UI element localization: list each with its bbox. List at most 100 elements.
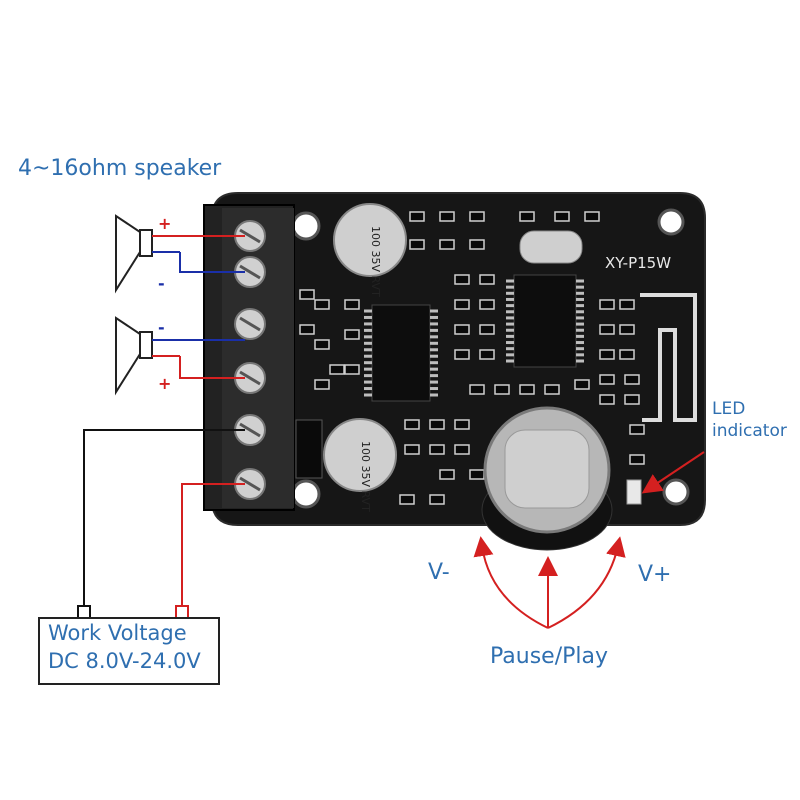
- mount-hole: [657, 208, 685, 236]
- chip-pin: [430, 361, 438, 365]
- pause-play-label: Pause/Play: [490, 644, 608, 669]
- smd-part: [314, 339, 330, 350]
- chip-pin: [506, 316, 514, 320]
- smd-part: [314, 379, 330, 390]
- terminal-block: [203, 204, 295, 511]
- screw-slot: [239, 264, 261, 280]
- chip-pin: [430, 335, 438, 339]
- chip-pin: [430, 367, 438, 371]
- chip-pin: [506, 291, 514, 295]
- inductor: [295, 419, 323, 479]
- smd-part: [599, 349, 615, 360]
- speaker-label: 4~16ohm speaker: [18, 156, 222, 181]
- smd-part: [314, 299, 330, 310]
- chip-pin: [364, 322, 372, 326]
- smd-part: [454, 349, 470, 360]
- chip-pin: [430, 309, 438, 313]
- smd-part: [299, 324, 315, 335]
- smd-part: [404, 419, 420, 430]
- chip-pin: [364, 374, 372, 378]
- smd-part: [599, 299, 615, 310]
- chip-pin: [364, 341, 372, 345]
- wire-gnd: [83, 429, 245, 610]
- smd-part: [599, 374, 615, 385]
- v-minus-arrow: [473, 536, 549, 629]
- chip-pin: [576, 316, 584, 320]
- chip-pin: [506, 304, 514, 308]
- svg-text:100 35V RVT: 100 35V RVT: [359, 441, 372, 512]
- chip-pin: [576, 328, 584, 332]
- smd-part: [479, 349, 495, 360]
- smd-part: [544, 384, 560, 395]
- chip-pin: [430, 380, 438, 384]
- chip-pin: [506, 279, 514, 283]
- smd-part: [439, 469, 455, 480]
- polarity-minus: -: [158, 318, 165, 337]
- chip-pin: [576, 304, 584, 308]
- chip-pin: [364, 380, 372, 384]
- capacitor-bottom: 100 35V RVT: [323, 418, 397, 512]
- smd-part: [429, 419, 445, 430]
- chip-pin: [576, 322, 584, 326]
- v-plus-label: V+: [638, 562, 672, 587]
- speaker-icon: [115, 214, 153, 294]
- smd-part: [344, 364, 360, 375]
- chip-pin: [576, 291, 584, 295]
- chip-pin: [576, 279, 584, 283]
- smd-part: [469, 211, 485, 222]
- smd-part: [519, 384, 535, 395]
- chip-pin: [506, 297, 514, 301]
- smd-part: [599, 324, 615, 335]
- chip-pin: [430, 348, 438, 352]
- chip-pin: [576, 310, 584, 314]
- amp-chip: [371, 304, 431, 402]
- chip-pin: [430, 393, 438, 397]
- smd-part: [624, 394, 640, 405]
- smd-part: [429, 444, 445, 455]
- chip-pin: [430, 374, 438, 378]
- speaker-icon: [115, 316, 153, 396]
- smd-part: [454, 299, 470, 310]
- screw-slot: [239, 370, 261, 386]
- smd-part: [329, 364, 345, 375]
- mount-hole: [291, 479, 321, 509]
- led-indicator-label: LED indicator: [712, 398, 787, 442]
- smd-part: [454, 444, 470, 455]
- smd-part: [454, 324, 470, 335]
- chip-pin: [506, 359, 514, 363]
- chip-pin: [576, 347, 584, 351]
- chip-pin: [576, 359, 584, 363]
- smd-part: [399, 494, 415, 505]
- smd-part: [469, 239, 485, 250]
- wire-vcc: [181, 483, 245, 610]
- chip-pin: [576, 285, 584, 289]
- chip-pin: [430, 341, 438, 345]
- mount-hole: [662, 478, 690, 506]
- smd-part: [479, 324, 495, 335]
- smd-part: [619, 349, 635, 360]
- smd-part: [469, 384, 485, 395]
- smd-part: [454, 419, 470, 430]
- svg-text:100 35V RVT: 100 35V RVT: [369, 226, 382, 297]
- mount-hole: [291, 211, 321, 241]
- chip-pin: [430, 354, 438, 358]
- smd-part: [479, 274, 495, 285]
- smd-part: [299, 289, 315, 300]
- chip-pin: [506, 353, 514, 357]
- smd-part: [619, 299, 635, 310]
- chip-pin: [430, 315, 438, 319]
- smd-part: [584, 211, 600, 222]
- smd-part: [599, 394, 615, 405]
- smd-part: [554, 211, 570, 222]
- led-arrow: [641, 451, 705, 494]
- chip-pin: [506, 285, 514, 289]
- led-label-line1: LED: [712, 399, 746, 419]
- smd-part: [494, 384, 510, 395]
- smd-part: [409, 211, 425, 222]
- smd-part: [629, 454, 645, 465]
- capacitor-top: 100 35V RVT: [333, 203, 407, 297]
- v-plus-arrow: [547, 536, 626, 629]
- smd-part: [479, 299, 495, 310]
- volume-knob[interactable]: [481, 406, 613, 551]
